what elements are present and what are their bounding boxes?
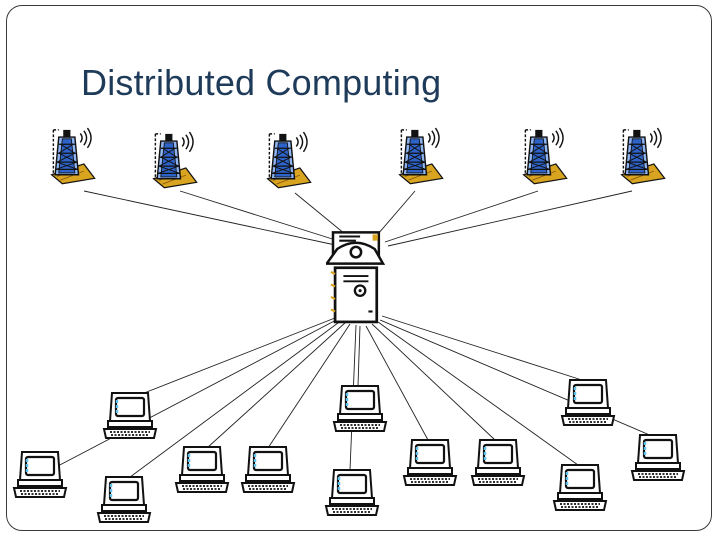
connection-line: [55, 317, 341, 468]
desktop-computer-icon: [96, 475, 152, 524]
server-tower-icon: [326, 230, 385, 324]
desktop-computer-icon: [402, 438, 458, 487]
radio-tower-icon: [522, 127, 568, 185]
connection-line: [384, 190, 539, 243]
radio-tower-icon: [398, 127, 444, 185]
connection-line: [377, 321, 579, 466]
computers: [12, 378, 686, 524]
desktop-computer-icon: [240, 445, 296, 494]
desktop-computer-icon: [102, 391, 158, 440]
connection-line: [387, 190, 633, 247]
connection-line: [179, 190, 343, 243]
radio-tower-icon: [620, 127, 666, 185]
slide-title: Distributed Computing: [81, 62, 442, 103]
connection-line: [267, 323, 351, 449]
connection-line: [206, 321, 347, 449]
radio-tower-icon: [152, 131, 198, 189]
connection-line: [365, 325, 429, 441]
connection-line: [133, 315, 341, 398]
connection-line: [294, 192, 346, 235]
connection-line: [371, 323, 496, 441]
desktop-computer-icon: [630, 433, 686, 482]
connection-line: [377, 190, 416, 235]
connection-line: [125, 319, 343, 481]
radio-tower-icon: [50, 127, 96, 185]
desktop-computer-icon: [332, 384, 388, 433]
desktop-computer-icon: [12, 450, 68, 499]
desktop-computer-icon: [552, 463, 608, 512]
connection-line: [357, 325, 361, 387]
desktop-computer-icon: [560, 378, 616, 427]
desktop-computer-icon: [324, 468, 380, 517]
desktop-computer-icon: [174, 445, 230, 494]
radio-towers: [50, 127, 666, 189]
connection-lines: [55, 190, 653, 481]
radio-tower-icon: [266, 131, 312, 189]
connection-line: [381, 315, 586, 382]
desktop-computer-icon: [470, 438, 526, 487]
connection-line: [83, 190, 341, 247]
